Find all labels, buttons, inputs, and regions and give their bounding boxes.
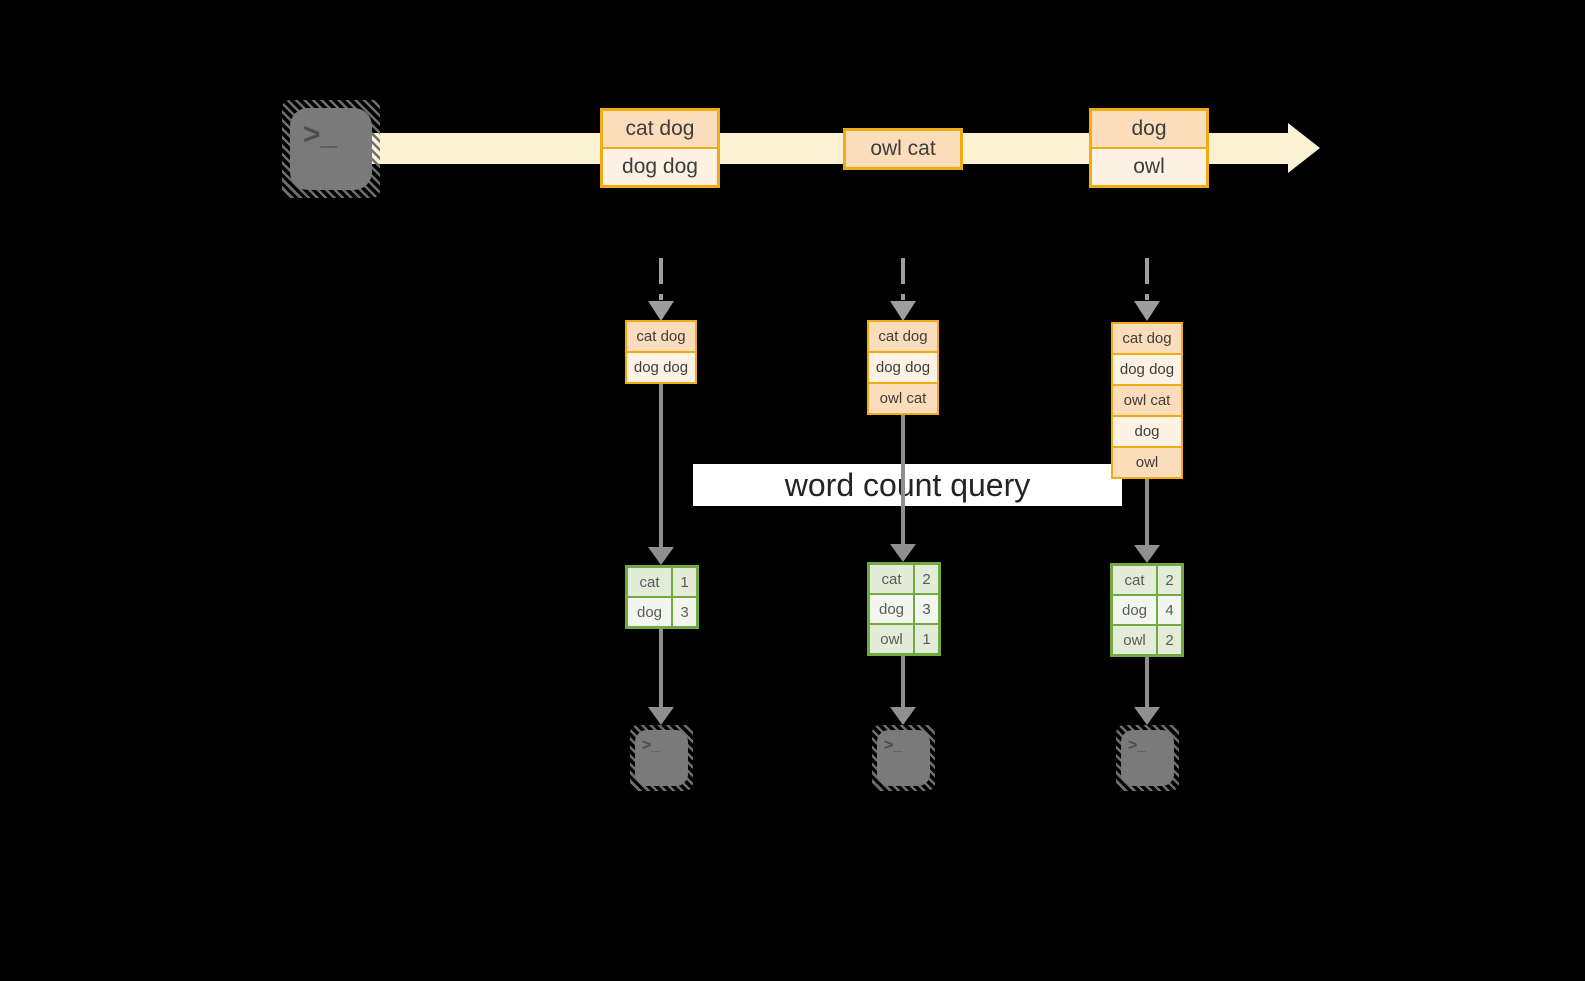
down-arrowhead-icon: [648, 301, 674, 321]
count-word-cell: owl: [870, 625, 913, 653]
down-arrowhead-icon: [1134, 707, 1160, 725]
state-cell: cat dog: [1113, 324, 1181, 353]
query-label: word count query: [693, 464, 1122, 506]
count-value-cell: 2: [1158, 566, 1181, 594]
state-cell: owl cat: [1113, 386, 1181, 415]
stream-batch-2: owl cat: [843, 128, 963, 170]
down-arrowhead-icon: [1134, 301, 1160, 321]
terminal-screen: >_: [290, 108, 372, 190]
stream-record: dog dog: [603, 149, 717, 185]
count-word-cell: cat: [1113, 566, 1156, 594]
count-value-cell: 4: [1158, 596, 1181, 624]
dashed-arrow-line: [1145, 258, 1149, 300]
dashed-arrow-line: [901, 258, 905, 300]
count-table-1: cat 1 dog 3: [625, 565, 699, 629]
state-cell: owl: [1113, 448, 1181, 477]
sink-terminal-icon-2: >_: [872, 725, 935, 791]
down-arrowhead-icon: [890, 707, 916, 725]
connector-line: [901, 415, 905, 546]
dashed-arrow-line: [659, 258, 663, 300]
terminal-screen: >_: [635, 730, 688, 786]
count-word-cell: dog: [628, 598, 671, 626]
terminal-prompt-icon: >_: [303, 118, 338, 151]
terminal-screen: >_: [1121, 730, 1174, 786]
down-arrowhead-icon: [648, 547, 674, 565]
connector-line: [659, 384, 663, 548]
state-cell: dog dog: [627, 353, 695, 382]
state-cell: dog dog: [1113, 355, 1181, 384]
count-word-cell: cat: [628, 568, 671, 596]
down-arrowhead-icon: [890, 301, 916, 321]
count-value-cell: 2: [1158, 626, 1181, 654]
state-box-3: cat dog dog dog owl cat dog owl: [1111, 322, 1183, 479]
state-cell: cat dog: [627, 322, 695, 351]
sink-terminal-icon-3: >_: [1116, 725, 1179, 791]
terminal-prompt-icon: >_: [642, 737, 661, 754]
count-word-cell: dog: [1113, 596, 1156, 624]
count-word-cell: cat: [870, 565, 913, 593]
count-value-cell: 3: [915, 595, 938, 623]
stream-record: cat dog: [603, 111, 717, 147]
connector-line: [1145, 657, 1149, 711]
stream-record: owl cat: [846, 131, 960, 167]
connector-line: [901, 656, 905, 711]
stream-batch-3: dog owl: [1089, 108, 1209, 188]
terminal-prompt-icon: >_: [1128, 737, 1147, 754]
connector-line: [1145, 479, 1149, 545]
state-box-2: cat dog dog dog owl cat: [867, 320, 939, 415]
state-cell: dog dog: [869, 353, 937, 382]
connector-line: [659, 629, 663, 711]
count-word-cell: owl: [1113, 626, 1156, 654]
terminal-screen: >_: [877, 730, 930, 786]
count-word-cell: dog: [870, 595, 913, 623]
stream-record: dog: [1092, 111, 1206, 147]
state-cell: dog: [1113, 417, 1181, 446]
state-cell: cat dog: [869, 322, 937, 351]
state-box-1: cat dog dog dog: [625, 320, 697, 384]
count-value-cell: 1: [673, 568, 696, 596]
source-terminal-icon: >_: [282, 100, 380, 198]
stream-arrowhead-icon: [1288, 123, 1320, 173]
sink-terminal-icon-1: >_: [630, 725, 693, 791]
stream-record: owl: [1092, 149, 1206, 185]
down-arrowhead-icon: [648, 707, 674, 725]
down-arrowhead-icon: [890, 544, 916, 562]
count-value-cell: 1: [915, 625, 938, 653]
stream-batch-1: cat dog dog dog: [600, 108, 720, 188]
down-arrowhead-icon: [1134, 545, 1160, 563]
count-value-cell: 2: [915, 565, 938, 593]
count-value-cell: 3: [673, 598, 696, 626]
count-table-3: cat 2 dog 4 owl 2: [1110, 563, 1184, 657]
state-cell: owl cat: [869, 384, 937, 413]
count-table-2: cat 2 dog 3 owl 1: [867, 562, 941, 656]
terminal-prompt-icon: >_: [884, 737, 903, 754]
